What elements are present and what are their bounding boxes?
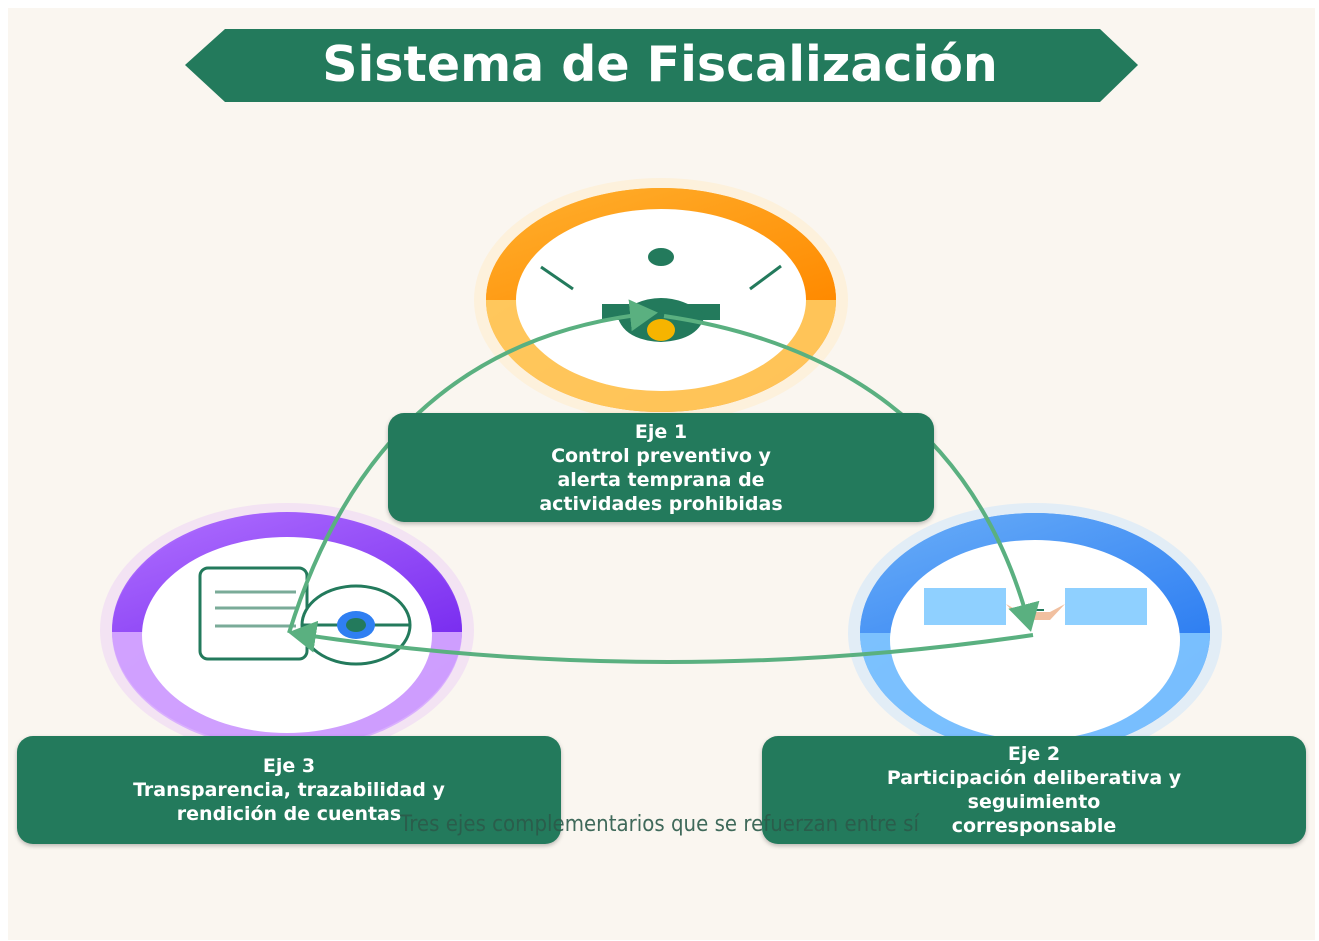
eje-2-line-2: seguimiento	[967, 791, 1101, 813]
eje-1-node	[474, 178, 848, 422]
title-banner: Sistema de Fiscalización	[185, 29, 1138, 102]
eje-2-line-1: Participación deliberativa y	[886, 767, 1182, 789]
eje-3-node	[100, 503, 474, 757]
eje-1-line-3: actividades prohibidas	[539, 492, 783, 515]
eje-1-card: Eje 1 Control preventivo y alerta tempra…	[388, 413, 934, 522]
arrow-eje2-to-eje3	[288, 620, 1034, 664]
eje-3-label: Eje 3	[262, 755, 316, 777]
eje-1-line-2: alerta temprana de	[557, 468, 765, 491]
eje-1-label: Eje 1	[634, 420, 688, 443]
eje-2-label: Eje 2	[1007, 743, 1061, 765]
page-title: Sistema de Fiscalización	[322, 36, 998, 93]
eje-3-line-1: Transparencia, trazabilidad y	[133, 779, 445, 801]
eje-2-line-3: corresponsable	[951, 815, 1117, 837]
arrow-eje3-to-eje1	[287, 299, 658, 634]
eje-3-card: Eje 3 Transparencia, trazabilidad y rend…	[17, 736, 561, 844]
eje-2-card: Eje 2 Participación deliberativa y segui…	[762, 736, 1306, 844]
eje-1-line-1: Control preventivo y	[551, 444, 771, 467]
eje-2-node	[848, 503, 1222, 763]
eje-3-line-2: rendición de cuentas	[176, 803, 402, 825]
